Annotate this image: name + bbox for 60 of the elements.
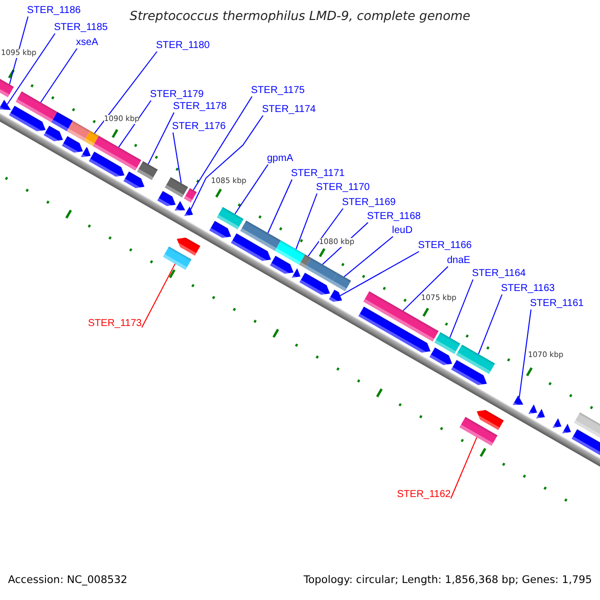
- leader-line: [450, 436, 478, 499]
- gene-block: [16, 91, 58, 122]
- gene-label: STER_1169: [342, 197, 396, 208]
- gene-block: [305, 258, 338, 284]
- gene-block: [162, 246, 192, 270]
- gene-block: [216, 207, 244, 230]
- gene-block: [240, 220, 281, 251]
- gene-label: STER_1166: [418, 240, 472, 252]
- gene-block: [328, 290, 342, 302]
- leader-line: [402, 266, 448, 312]
- leader-line: [267, 179, 292, 234]
- leader-line: [478, 294, 502, 355]
- gene-label: STER_1168: [367, 211, 421, 222]
- gene-block: [434, 332, 460, 354]
- chart-title: Streptococcus thermophilus LMD-9, complete genome: [130, 8, 470, 23]
- gene-label: STER_1163: [501, 283, 555, 294]
- leader-line: [296, 193, 318, 250]
- gene-label: STER_1175: [251, 85, 305, 96]
- leader-line: [344, 236, 394, 278]
- gene-label: STER_1185: [54, 22, 108, 34]
- leader-line: [190, 115, 264, 210]
- gene-label: dnaE: [447, 255, 470, 266]
- gene-block: [137, 161, 158, 180]
- gene-label: STER_1161: [530, 298, 584, 310]
- gene-label: STER_1186: [27, 5, 81, 16]
- leader-line: [40, 48, 78, 103]
- gene-label: STER_1178: [173, 101, 227, 112]
- gene-block: [456, 344, 495, 374]
- gene-block: [274, 240, 306, 265]
- gene-marker: [184, 206, 193, 216]
- gene-label: leuD: [392, 225, 413, 236]
- gene-block: [184, 188, 197, 202]
- leader-line: [141, 263, 176, 328]
- leader-line: [118, 100, 152, 148]
- gene-block: [0, 78, 14, 98]
- leader-line: [148, 112, 174, 165]
- leader-line: [449, 279, 474, 338]
- leader-line: [192, 96, 252, 191]
- gene-block: [164, 177, 188, 198]
- leader-line: [308, 208, 344, 257]
- gene-label: STER_1170: [316, 182, 370, 194]
- accession-text: Accession: NC_008532: [8, 574, 128, 587]
- gene-label: STER_1174: [262, 104, 316, 116]
- gene-label: STER_1180: [156, 40, 210, 52]
- leader-line: [9, 16, 28, 85]
- leader-line: [6, 33, 56, 105]
- gene-label: STER_1173: [88, 318, 142, 330]
- gene-label: STER_1179: [150, 89, 204, 100]
- gene-label: STER_1162: [397, 489, 451, 500]
- leader-line: [234, 164, 268, 214]
- gene-label: gpmA: [267, 153, 294, 164]
- gene-label: xseA: [76, 37, 98, 48]
- gene-label: STER_1164: [472, 268, 526, 280]
- gene-label: STER_1176: [172, 121, 226, 132]
- gene-label: STER_1171: [291, 168, 345, 180]
- leader-line: [518, 309, 532, 398]
- genome-summary-text: Topology: circular; Length: 1,856,368 bp; Genes: 1,795: [304, 574, 592, 587]
- leader-line: [340, 251, 420, 296]
- leader-line: [172, 132, 182, 184]
- leader-line: [94, 51, 158, 134]
